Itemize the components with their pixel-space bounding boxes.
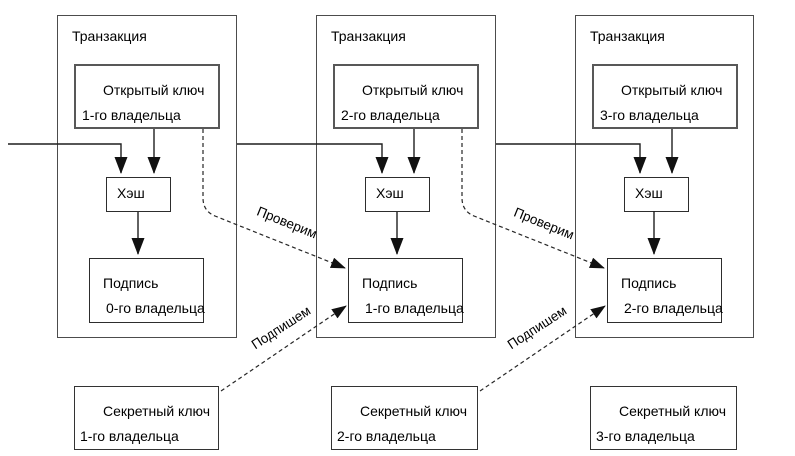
hash-label: Хэш — [635, 185, 663, 201]
public-key-box-3: Открытый ключ 3-го владельца — [592, 64, 738, 129]
transaction-box-2: Транзакция Открытый ключ 2-го владельца … — [316, 15, 496, 338]
hash-label: Хэш — [117, 185, 145, 201]
signature-box-1: Подпись 0-го владельца — [89, 258, 205, 323]
transaction-title: Транзакция — [331, 28, 406, 44]
public-key-line2: 3-го владельца — [600, 107, 699, 123]
sign-label-1: Подпишем — [248, 302, 314, 353]
public-key-line2: 1-го владельца — [82, 107, 181, 123]
signature-line1: Подпись — [621, 275, 677, 291]
transaction-title: Транзакция — [72, 28, 147, 44]
secret-key-box-2: Секретный ключ 2-го владельца — [331, 386, 478, 450]
signature-box-3: Подпись 2-го владельца — [607, 258, 723, 323]
sign-label-2: Подпишем — [504, 302, 570, 353]
signature-line1: Подпись — [103, 275, 159, 291]
secret-key-line1: Секретный ключ — [360, 403, 467, 419]
hash-box-3: Хэш — [624, 177, 689, 212]
secret-key-line2: 1-го владельца — [80, 428, 179, 444]
transaction-box-3: Транзакция Открытый ключ 3-го владельца … — [575, 15, 754, 338]
public-key-line1: Открытый ключ — [621, 82, 723, 98]
hash-box-1: Хэш — [106, 177, 171, 212]
public-key-box-2: Открытый ключ 2-го владельца — [333, 64, 479, 129]
signature-box-2: Подпись 1-го владельца — [348, 258, 464, 323]
secret-key-line1: Секретный ключ — [103, 403, 210, 419]
hash-label: Хэш — [376, 185, 404, 201]
secret-key-line2: 3-го владельца — [596, 428, 695, 444]
signature-line2: 2-го владельца — [624, 300, 723, 316]
signature-line1: Подпись — [362, 275, 418, 291]
transaction-title: Транзакция — [590, 28, 665, 44]
secret-key-line2: 2-го владельца — [337, 428, 436, 444]
secret-key-box-3: Секретный ключ 3-го владельца — [590, 386, 737, 450]
signature-line2: 1-го владельца — [365, 300, 464, 316]
public-key-line1: Открытый ключ — [362, 82, 464, 98]
signature-line2: 0-го владельца — [106, 300, 205, 316]
public-key-line2: 2-го владельца — [341, 107, 440, 123]
hash-box-2: Хэш — [365, 177, 430, 212]
secret-key-line1: Секретный ключ — [619, 403, 726, 419]
public-key-line1: Открытый ключ — [103, 82, 205, 98]
secret-key-box-1: Секретный ключ 1-го владельца — [74, 386, 219, 450]
transaction-box-1: Транзакция Открытый ключ 1-го владельца … — [57, 15, 237, 338]
public-key-box-1: Открытый ключ 1-го владельца — [74, 64, 220, 129]
